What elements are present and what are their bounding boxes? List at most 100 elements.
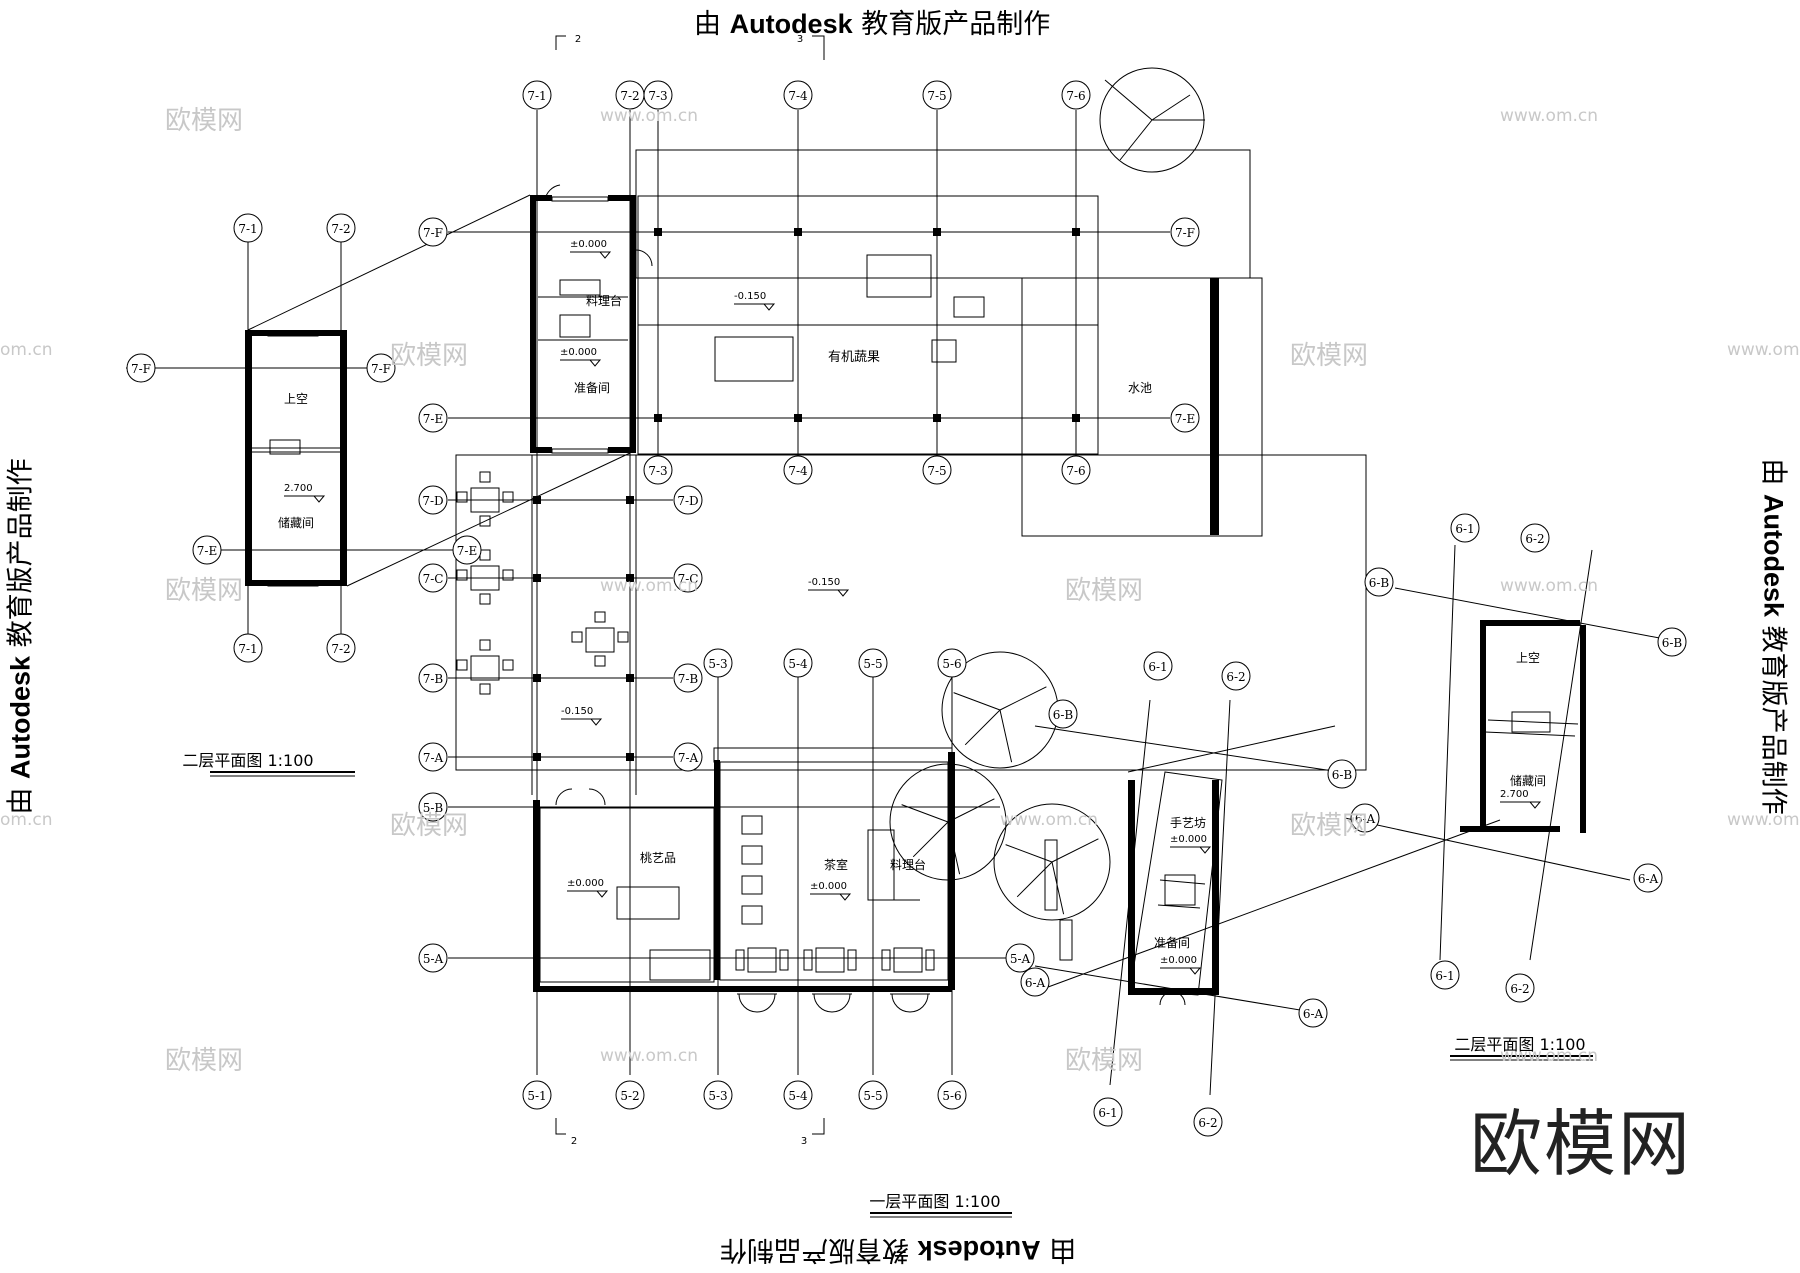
watermark-cn: 欧模网 <box>390 341 469 371</box>
axis-label: 6-2 <box>1525 532 1544 546</box>
door-swing <box>737 993 777 1013</box>
plan-linework <box>126 35 1671 1218</box>
level-triangle <box>588 359 602 367</box>
level-zero: ±0.000 <box>567 878 604 889</box>
column <box>533 753 541 761</box>
wall <box>1212 780 1219 995</box>
watermark-url: www.om.cn <box>600 576 699 596</box>
level-triangle <box>1198 846 1212 854</box>
axis-label: 7-A <box>423 751 444 765</box>
column <box>794 228 802 236</box>
axis-bubble: 6-1 <box>1093 1097 1123 1127</box>
axis-bubble: 7-1 <box>233 633 263 663</box>
axis-bubble-circle <box>1193 1107 1223 1137</box>
axis-label: 6-2 <box>1198 1116 1217 1130</box>
partition <box>1487 719 1579 725</box>
tree-branch <box>999 686 1047 711</box>
axis-bubble: 7-6 <box>1061 455 1091 485</box>
axis-bubble-circle <box>418 742 448 772</box>
axis-label: 5-5 <box>863 657 882 671</box>
axis-label: 7-6 <box>1066 464 1085 478</box>
drawing-title-ground-floor: 一层平面图 1:100 <box>869 1192 1000 1211</box>
axis-bubble-circle <box>418 792 448 822</box>
greenhouse-outline <box>635 149 1251 279</box>
axis-bubble-circle <box>418 563 448 593</box>
axis-bubble: 7-E <box>418 403 448 433</box>
edu-stamp-right: 由 Autodesk 教育版产品制作 <box>1757 458 1789 815</box>
chair <box>502 659 514 671</box>
axis-bubble: 7-C <box>418 563 448 593</box>
axis-label: 6-1 <box>1455 522 1474 536</box>
table <box>747 947 777 973</box>
axis-line-6 <box>1034 725 1354 775</box>
chair <box>479 471 491 483</box>
axis-label: 7-D <box>422 494 443 508</box>
axis-bubble: 5-3 <box>703 1080 733 1110</box>
door-swing <box>555 788 606 806</box>
column <box>933 414 941 422</box>
wall <box>1460 826 1560 832</box>
axis-label: 6-B <box>1369 576 1390 590</box>
room-label-tea-room: 茶室 <box>824 857 848 872</box>
axis-label: 7-4 <box>788 464 808 478</box>
door-swing <box>890 993 930 1013</box>
level-minus: -0.150 <box>734 291 766 302</box>
axis-bubble: 7-B <box>418 663 448 693</box>
edu-stamp-left: 由 Autodesk 教育版产品制作 <box>5 458 37 815</box>
axis-bubble-circle <box>326 213 356 243</box>
axis-label: 6-B <box>1662 636 1683 650</box>
axis-bubble: 7-2 <box>615 80 645 110</box>
watermark-cn: 欧模网 <box>165 106 244 136</box>
chair <box>571 631 583 643</box>
axis-label: 5-2 <box>620 1089 639 1103</box>
planter <box>931 339 957 363</box>
axis-bubble-circle <box>1170 217 1200 247</box>
watermark-url: om.cn <box>0 810 53 830</box>
axis-bubble: 7-5 <box>922 455 952 485</box>
axis-bubble-circle <box>1657 627 1687 657</box>
axis-bubble-circle <box>703 648 733 678</box>
axis-label: 7-3 <box>648 464 667 478</box>
table <box>815 947 845 973</box>
level-zero: ±0.000 <box>1160 955 1197 966</box>
room-label-organic-veg: 有机蔬果 <box>828 350 880 365</box>
watermark-cn: 欧模网 <box>1290 341 1369 371</box>
axis-bubble-circle <box>1061 455 1091 485</box>
axis-bubble: 5-4 <box>783 648 813 678</box>
column <box>933 228 941 236</box>
axis-label: 7-E <box>1175 412 1195 426</box>
wall <box>245 330 345 336</box>
watermark-cn: 欧模网 <box>165 1046 244 1076</box>
tree-branch <box>1051 861 1065 915</box>
axis-bubble-circle <box>233 633 263 663</box>
table <box>741 815 763 835</box>
plan-walls <box>245 195 1586 995</box>
axis-bubble-circle <box>1005 943 1035 973</box>
axis-bubble-circle <box>1170 403 1200 433</box>
axis-bubble: 7-3 <box>643 455 673 485</box>
watermark-cn: 欧模网 <box>1290 811 1369 841</box>
axis-bubble: 5-2 <box>615 1080 645 1110</box>
stair <box>269 439 301 455</box>
axis-bubble: 7-F <box>366 353 396 383</box>
chair <box>594 611 606 623</box>
axis-bubble-circle <box>1221 661 1251 691</box>
axis-bubble-circle <box>366 353 396 383</box>
axis-line-6 <box>1127 725 1336 773</box>
tree-branch <box>1119 119 1153 161</box>
display-counter <box>616 886 680 920</box>
wall <box>1580 625 1586 833</box>
axis-bubble: 6-A <box>1350 803 1380 833</box>
axis-bubble-circle <box>673 563 703 593</box>
axis-bubble: 5-A <box>1005 943 1035 973</box>
axis-label: 7-1 <box>527 89 546 103</box>
axis-bubble-circle <box>858 648 888 678</box>
axis-bubble: 5-6 <box>937 648 967 678</box>
column <box>654 228 662 236</box>
axis-bubble-circle <box>703 1080 733 1110</box>
axis-label: 7-2 <box>331 642 350 656</box>
axis-label: 7-6 <box>1066 89 1085 103</box>
axis-label: 5-4 <box>788 657 808 671</box>
axis-label: 6-1 <box>1098 1106 1117 1120</box>
